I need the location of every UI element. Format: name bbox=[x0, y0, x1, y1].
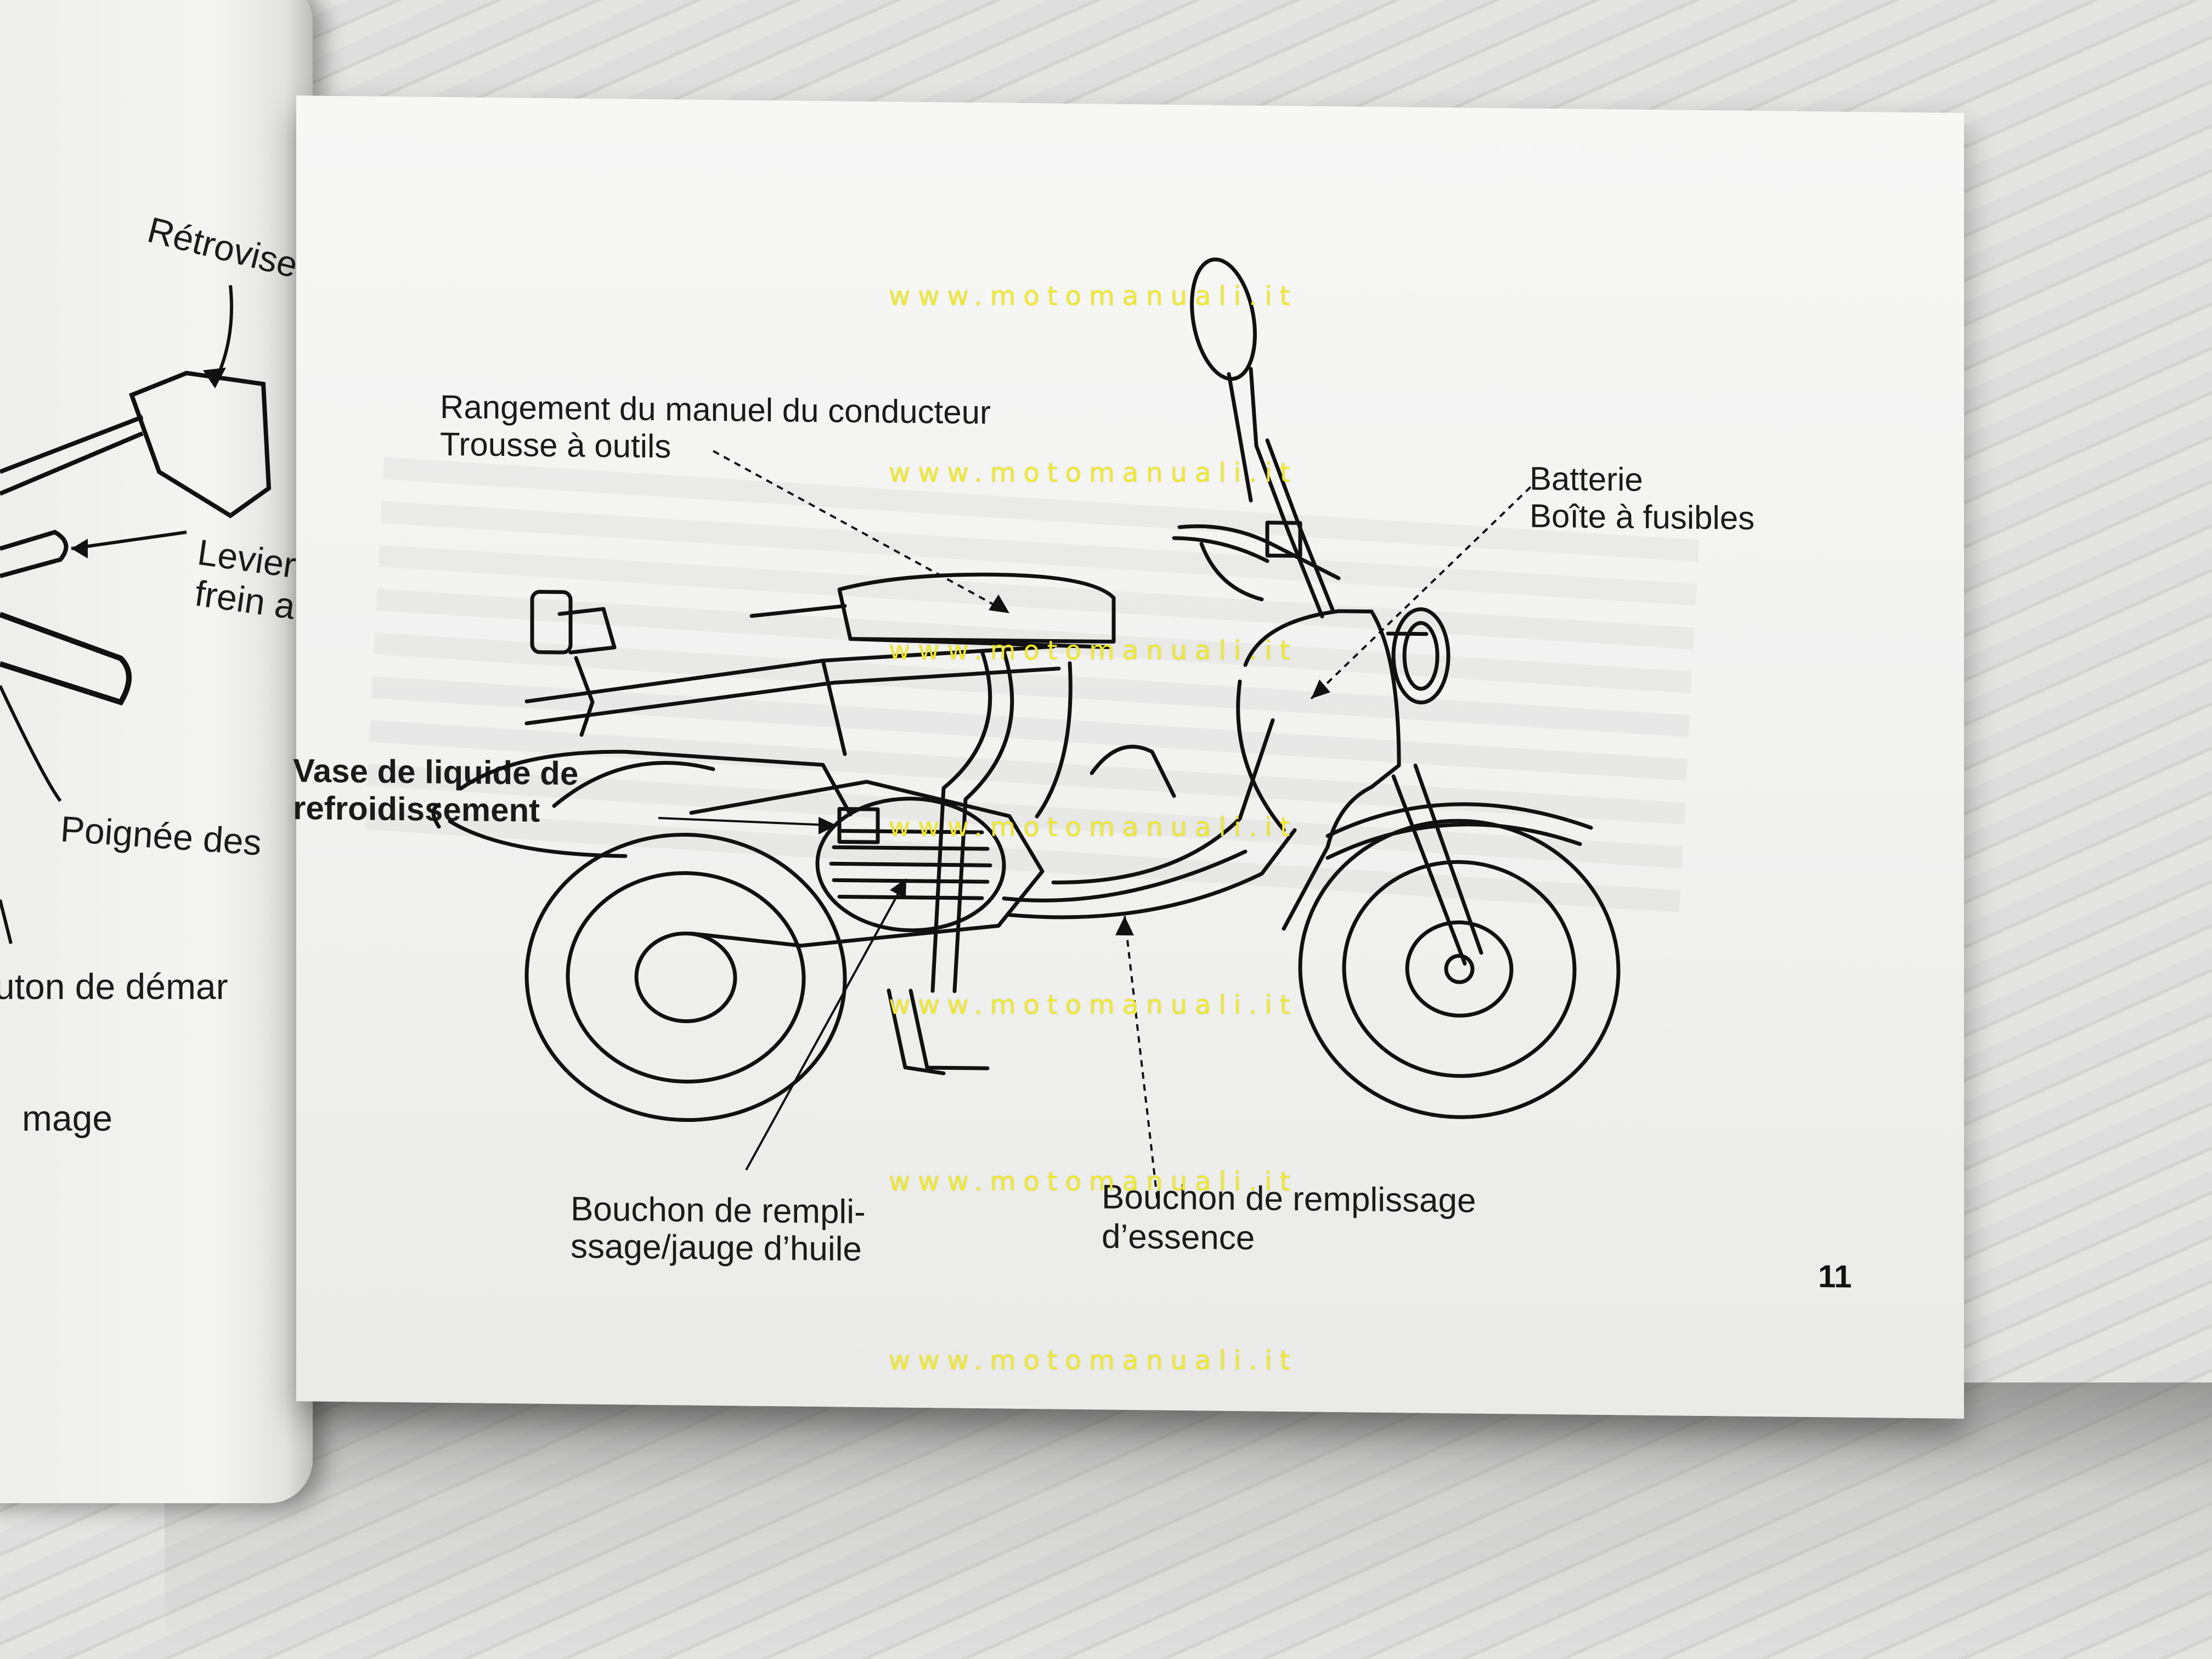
left-page-drawing bbox=[0, 285, 272, 944]
watermark-2: www.motomanuali.it bbox=[889, 458, 1298, 488]
right-page: Rangement du manuel du conducteur Trouss… bbox=[293, 95, 1964, 1419]
watermark-1: www.motomanuali.it bbox=[889, 281, 1298, 312]
watermark-4: www.motomanuali.it bbox=[889, 812, 1298, 843]
watermark-6: www.motomanuali.it bbox=[889, 1166, 1298, 1197]
scooter-line-drawing bbox=[431, 257, 1621, 1202]
watermark-7: www.motomanuali.it bbox=[889, 1345, 1298, 1376]
left-label-start-button: uton de démar bbox=[0, 966, 228, 1007]
left-page: Rétroviseur Levier frein a Poignée des u… bbox=[0, 0, 313, 1503]
left-label-bottom: mage bbox=[22, 1098, 113, 1138]
watermark-3: www.motomanuali.it bbox=[889, 635, 1298, 666]
watermark-5: www.motomanuali.it bbox=[889, 990, 1298, 1020]
book-shadow bbox=[165, 1383, 2212, 1659]
